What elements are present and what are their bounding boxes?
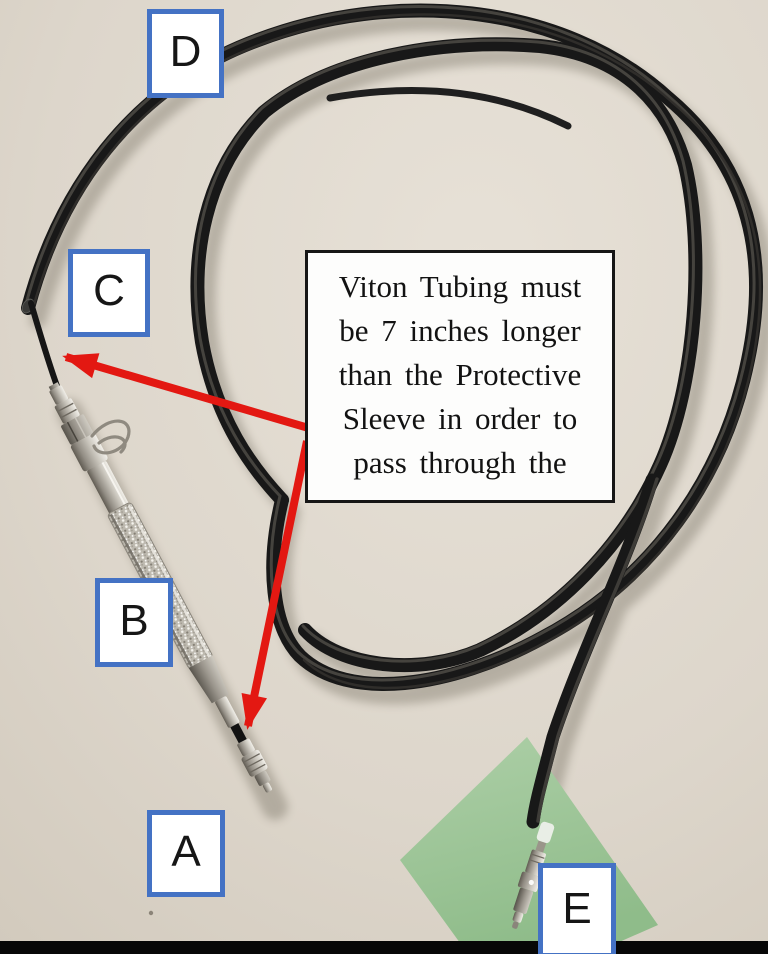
surface-speck [148, 910, 154, 916]
label-box-a: A [147, 810, 225, 897]
safety-wire-clip [90, 419, 131, 455]
red-arrows [62, 353, 314, 730]
label-letter-e: E [562, 883, 592, 933]
label-box-c: C [68, 249, 150, 337]
annotation-line: Sleeve in order to [342, 401, 578, 436]
viton-thin-tubing [28, 300, 60, 389]
annotation-box: Viton Tubing must be 7 inches longer tha… [305, 250, 615, 503]
annotation-line: than the Protective [338, 357, 582, 392]
label-letter-d: D [169, 26, 202, 76]
annotation-line: pass through the [353, 445, 567, 480]
label-letter-a: A [171, 826, 201, 876]
annotation-line: be 7 inches longer [339, 313, 581, 348]
tail-tubing [526, 473, 659, 829]
coil-outer-turn [21, 3, 763, 691]
arrow-to-tubing-end [62, 353, 314, 433]
arrow-to-tip-connector [241, 440, 311, 730]
label-box-d: D [147, 9, 224, 98]
annotation-line: Viton Tubing must [338, 269, 582, 304]
label-box-e: E [538, 863, 616, 954]
bottom-black-bar [0, 941, 768, 954]
label-box-b: B [95, 578, 173, 667]
coil-extra-strand [326, 87, 572, 130]
label-letter-b: B [119, 595, 149, 645]
label-letter-c: C [93, 266, 125, 315]
